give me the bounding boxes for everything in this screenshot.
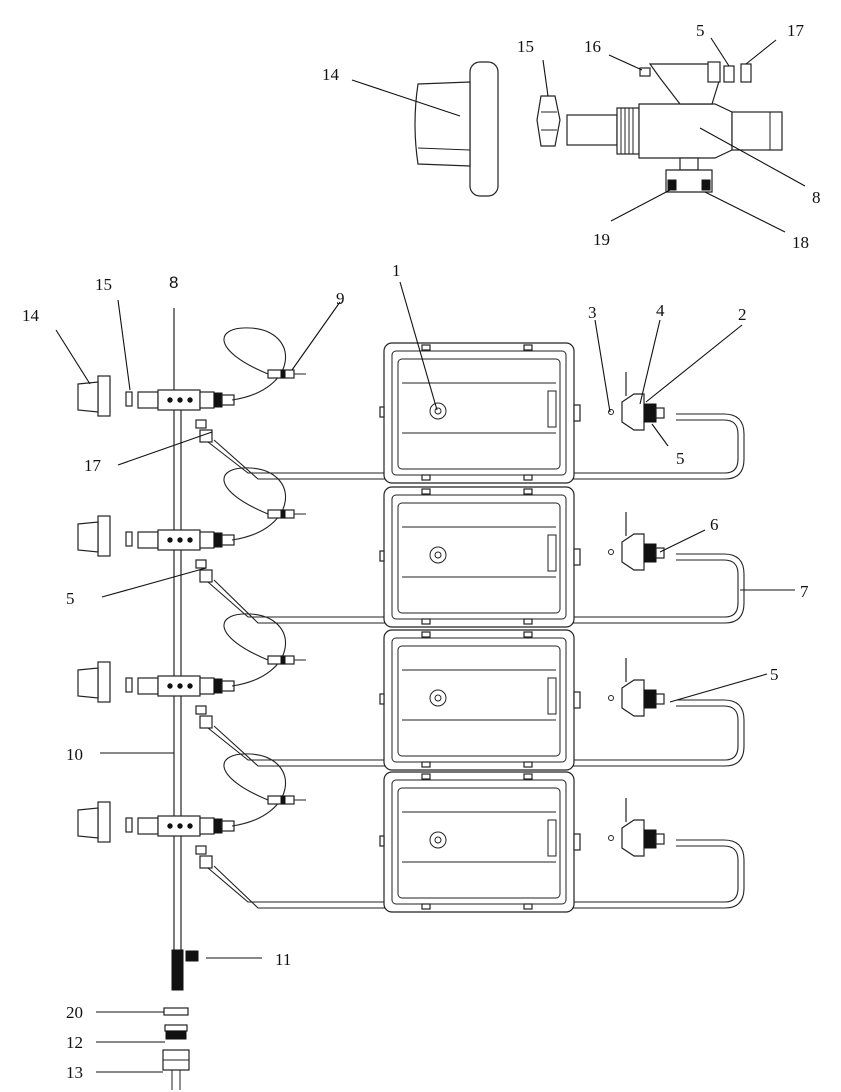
label-20: 20 xyxy=(66,1003,83,1022)
tray-drain xyxy=(429,402,447,420)
part-5-clip-detail xyxy=(723,65,735,83)
hose-fitting xyxy=(199,569,213,583)
cap-body xyxy=(77,667,99,699)
unit-row xyxy=(77,467,745,628)
cap-body xyxy=(77,381,99,413)
label-4: 4 xyxy=(656,301,665,320)
connector-body xyxy=(621,819,645,857)
label-5-right-top: 5 xyxy=(676,449,685,468)
label-14-main: 14 xyxy=(22,306,40,325)
label-18: 18 xyxy=(792,233,809,252)
screw xyxy=(608,695,614,701)
label-1: 1 xyxy=(392,261,401,280)
tray-drain xyxy=(429,546,447,564)
label-11: 11 xyxy=(275,950,291,969)
label-8: 8 xyxy=(812,188,821,207)
part-11-bottom-fitting xyxy=(171,949,184,991)
cap-flange xyxy=(97,661,111,703)
nut xyxy=(125,817,133,833)
unit-row xyxy=(77,327,745,484)
label-19: 19 xyxy=(593,230,610,249)
connector-body xyxy=(621,393,645,431)
screw xyxy=(608,835,614,841)
label-9: 9 xyxy=(336,289,345,308)
nut xyxy=(125,531,133,547)
part-8-valve-body-detail xyxy=(566,61,783,193)
cap-body xyxy=(77,807,99,839)
label-2: 2 xyxy=(738,305,747,324)
cap-flange xyxy=(97,801,111,843)
tray-box xyxy=(383,771,575,913)
part-15-nut-detail xyxy=(536,95,561,147)
clip xyxy=(195,559,207,569)
label-16: 16 xyxy=(584,37,601,56)
cap-flange xyxy=(97,375,111,417)
label-15: 15 xyxy=(517,37,534,56)
label-10: 10 xyxy=(66,745,83,764)
tray-box xyxy=(383,486,575,628)
main-labels: 1 2 3 4 5 6 7 5 8 9 15 14 17 5 10 11 20 … xyxy=(22,261,809,1082)
hose-fitting xyxy=(199,855,213,869)
label-17: 17 xyxy=(787,21,805,40)
label-6: 6 xyxy=(710,515,719,534)
tray-box xyxy=(383,629,575,771)
nut xyxy=(125,391,133,407)
part-17-clip-detail xyxy=(740,63,752,83)
clip xyxy=(195,705,207,715)
connector-body xyxy=(621,679,645,717)
cap-body xyxy=(77,521,99,553)
unit-rows xyxy=(77,327,745,913)
label-13: 13 xyxy=(66,1063,83,1082)
label-5-right: 5 xyxy=(770,665,779,684)
manifold-pipe-10 xyxy=(162,308,199,1090)
label-5-left: 5 xyxy=(66,589,75,608)
label-17-main: 17 xyxy=(84,456,102,475)
tray-box xyxy=(383,342,575,484)
tray-drain xyxy=(429,689,447,707)
hose-fitting xyxy=(199,715,213,729)
tray-drain xyxy=(429,831,447,849)
label-7: 7 xyxy=(800,582,809,601)
label-15-main: 15 xyxy=(95,275,112,294)
cap-flange xyxy=(97,515,111,557)
unit-row xyxy=(77,753,745,913)
label-5: 5 xyxy=(696,21,705,40)
part-12-nut xyxy=(164,1024,188,1032)
screw xyxy=(608,549,614,555)
connector-body xyxy=(621,533,645,571)
unit-row xyxy=(77,613,745,771)
label-3: 3 xyxy=(588,303,597,322)
clip xyxy=(195,419,207,429)
screw xyxy=(608,409,614,415)
label-8-main: 8 xyxy=(169,273,178,292)
part-20-washer xyxy=(163,1007,189,1016)
detail-view: 14 15 16 5 17 8 19 18 xyxy=(322,21,821,252)
nut xyxy=(125,677,133,693)
label-12: 12 xyxy=(66,1033,83,1052)
label-14: 14 xyxy=(322,65,340,84)
clip xyxy=(195,845,207,855)
part-14-cap-detail xyxy=(414,61,499,197)
